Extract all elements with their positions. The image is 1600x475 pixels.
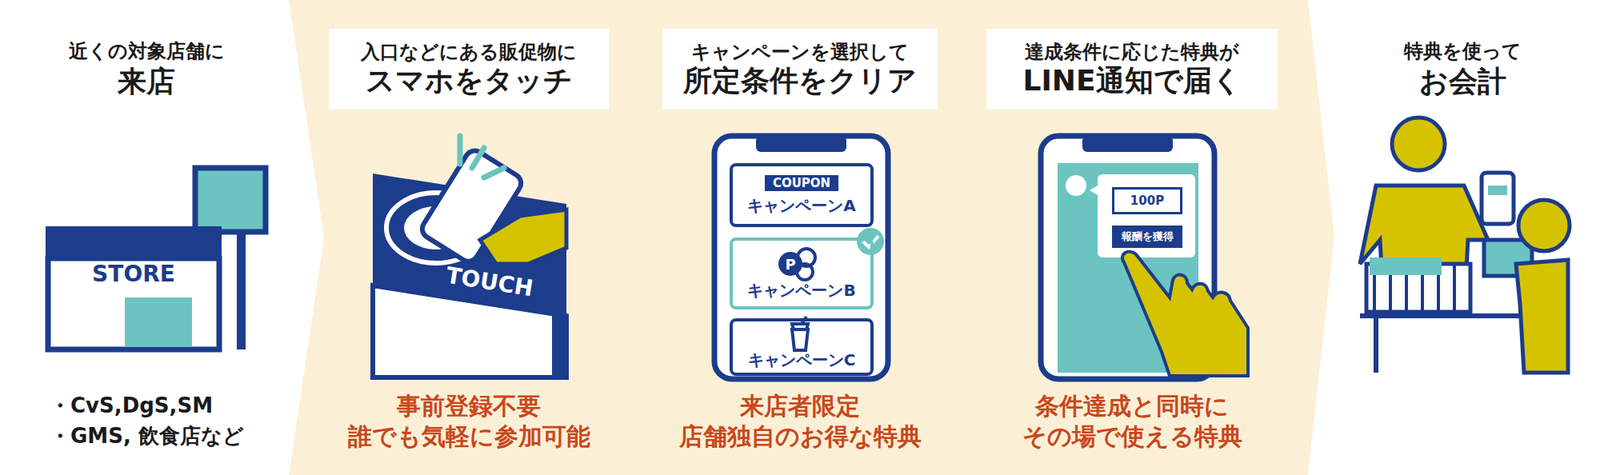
node-text: 入口などにある販促物に — [360, 40, 577, 64]
label-text: STORE — [92, 260, 176, 288]
node-text: COUPON — [764, 175, 839, 192]
phone-notice — [1040, 136, 1248, 380]
step-heading: 入口などにある販促物にスマホをタッチ — [328, 28, 609, 110]
label-text: 特典を使って — [1404, 40, 1522, 64]
reward-button: 報酬を獲得 — [1112, 225, 1183, 248]
point-badge: 100P — [1112, 187, 1183, 215]
label-text: お会計 — [1419, 64, 1507, 99]
label-text: 事前登録不要 — [396, 392, 541, 421]
node-text: LINE通知で届く — [1022, 63, 1241, 98]
campaign-card: キャンペーンB — [729, 237, 874, 310]
store-icon — [45, 168, 266, 350]
checkout-people — [1360, 117, 1570, 373]
node-text: 報酬を獲得 — [1121, 230, 1174, 244]
label-text: 来店者限定 — [740, 392, 860, 421]
node-text: 達成条件に応じた特典が — [1024, 40, 1240, 64]
label-text: 条件達成と同時に — [1035, 392, 1229, 421]
campaign-card: COUPON キャンペーンA — [729, 163, 874, 228]
step-band — [288, 0, 1335, 475]
label-text: 来店 — [117, 64, 176, 99]
label-text: 誰でも気軽に参加可能 — [348, 422, 591, 452]
step-heading: キャンペーンを選択して所定条件をクリア — [662, 28, 938, 110]
label-text: その場で使える特典 — [1022, 422, 1243, 452]
node-text: 100P — [1130, 193, 1164, 208]
label-text: ・CvS,DgS,SM — [49, 393, 213, 419]
node-text: キャンペーンB — [747, 280, 856, 300]
label-text: ・GMS, 飲食店など — [49, 424, 244, 449]
phone-campaigns: P — [714, 136, 888, 380]
svg-text:P: P — [784, 256, 796, 273]
label-text: 近くの対象店舗に — [68, 40, 225, 64]
node-text: キャンペーンA — [747, 196, 856, 216]
step-heading: 達成条件に応じた特典がLINE通知で届く — [986, 28, 1278, 110]
touch-stand — [372, 136, 567, 378]
label-text: 店舗独自のお得な特典 — [679, 422, 922, 452]
node-text: スマホをタッチ — [365, 63, 573, 98]
campaign-card: キャンペーンC — [729, 318, 874, 376]
node-text: キャンペーンを選択して — [691, 40, 909, 64]
node-text: 所定条件をクリア — [683, 63, 917, 98]
node-text: キャンペーンC — [748, 350, 856, 370]
